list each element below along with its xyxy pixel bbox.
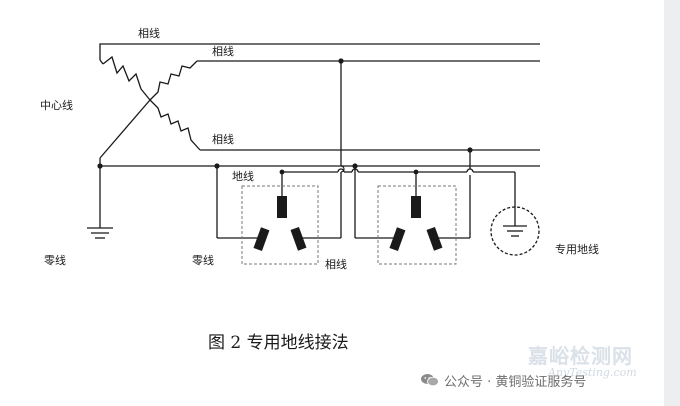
watermark-logo: 嘉峪检测网 xyxy=(528,344,633,368)
label-zero-line-left: 零线 xyxy=(44,253,66,267)
junction-dot xyxy=(413,169,419,175)
phase-line-top xyxy=(99,43,540,60)
side-strip xyxy=(664,0,680,406)
branch-center-low xyxy=(99,99,151,159)
earth-hop-1 xyxy=(337,168,345,173)
watermark-url: AnyTesting.com xyxy=(548,366,637,379)
junction-dot xyxy=(97,163,103,169)
ground-circle xyxy=(490,206,540,256)
resistor-b xyxy=(149,60,198,101)
account-name: 公众号 · 黄铜验证服务号 xyxy=(444,374,587,390)
socket1-right-pin xyxy=(290,226,307,251)
socket-box-1 xyxy=(241,185,319,265)
figure-caption: 图 2 专用地线接法 xyxy=(208,333,349,353)
label-dedicated-ground: 专用地线 xyxy=(555,242,599,256)
label-zero-line-socket: 零线 xyxy=(192,253,214,267)
phase-tap-1-hop xyxy=(340,165,345,173)
branch-a-tail xyxy=(140,88,151,101)
wiring-diagram: 相线 相线 相线 中心线 地线 零线 零线 相线 专用地线 xyxy=(40,26,599,271)
junction-dot xyxy=(338,58,344,64)
label-phase-socket: 相线 xyxy=(325,257,347,271)
label-earth-wire: 地线 xyxy=(232,169,254,183)
junction-dot xyxy=(352,163,358,169)
label-neutral-point: 中心线 xyxy=(40,98,73,112)
label-phase-2: 相线 xyxy=(212,44,234,58)
socket2-earth-pin xyxy=(411,196,421,218)
junction-dot xyxy=(279,169,285,175)
socket-box-2 xyxy=(377,185,457,265)
label-phase-top: 相线 xyxy=(138,26,160,40)
resistor-a xyxy=(102,55,142,90)
label-phase-3: 相线 xyxy=(212,132,234,146)
socket1-left-pin xyxy=(253,227,270,252)
resistor-c xyxy=(149,99,201,151)
socket2-left-pin xyxy=(389,227,406,252)
branch-a xyxy=(99,59,104,65)
junction-dot xyxy=(467,147,473,153)
account-footer[interactable]: 公众号 · 黄铜验证服务号 xyxy=(420,370,586,390)
socket2-right-pin xyxy=(426,226,443,251)
socket1-earth-pin xyxy=(277,196,287,218)
junction-dot xyxy=(214,163,220,169)
wechat-icon xyxy=(421,374,439,387)
earth-hop-3 xyxy=(466,168,474,173)
